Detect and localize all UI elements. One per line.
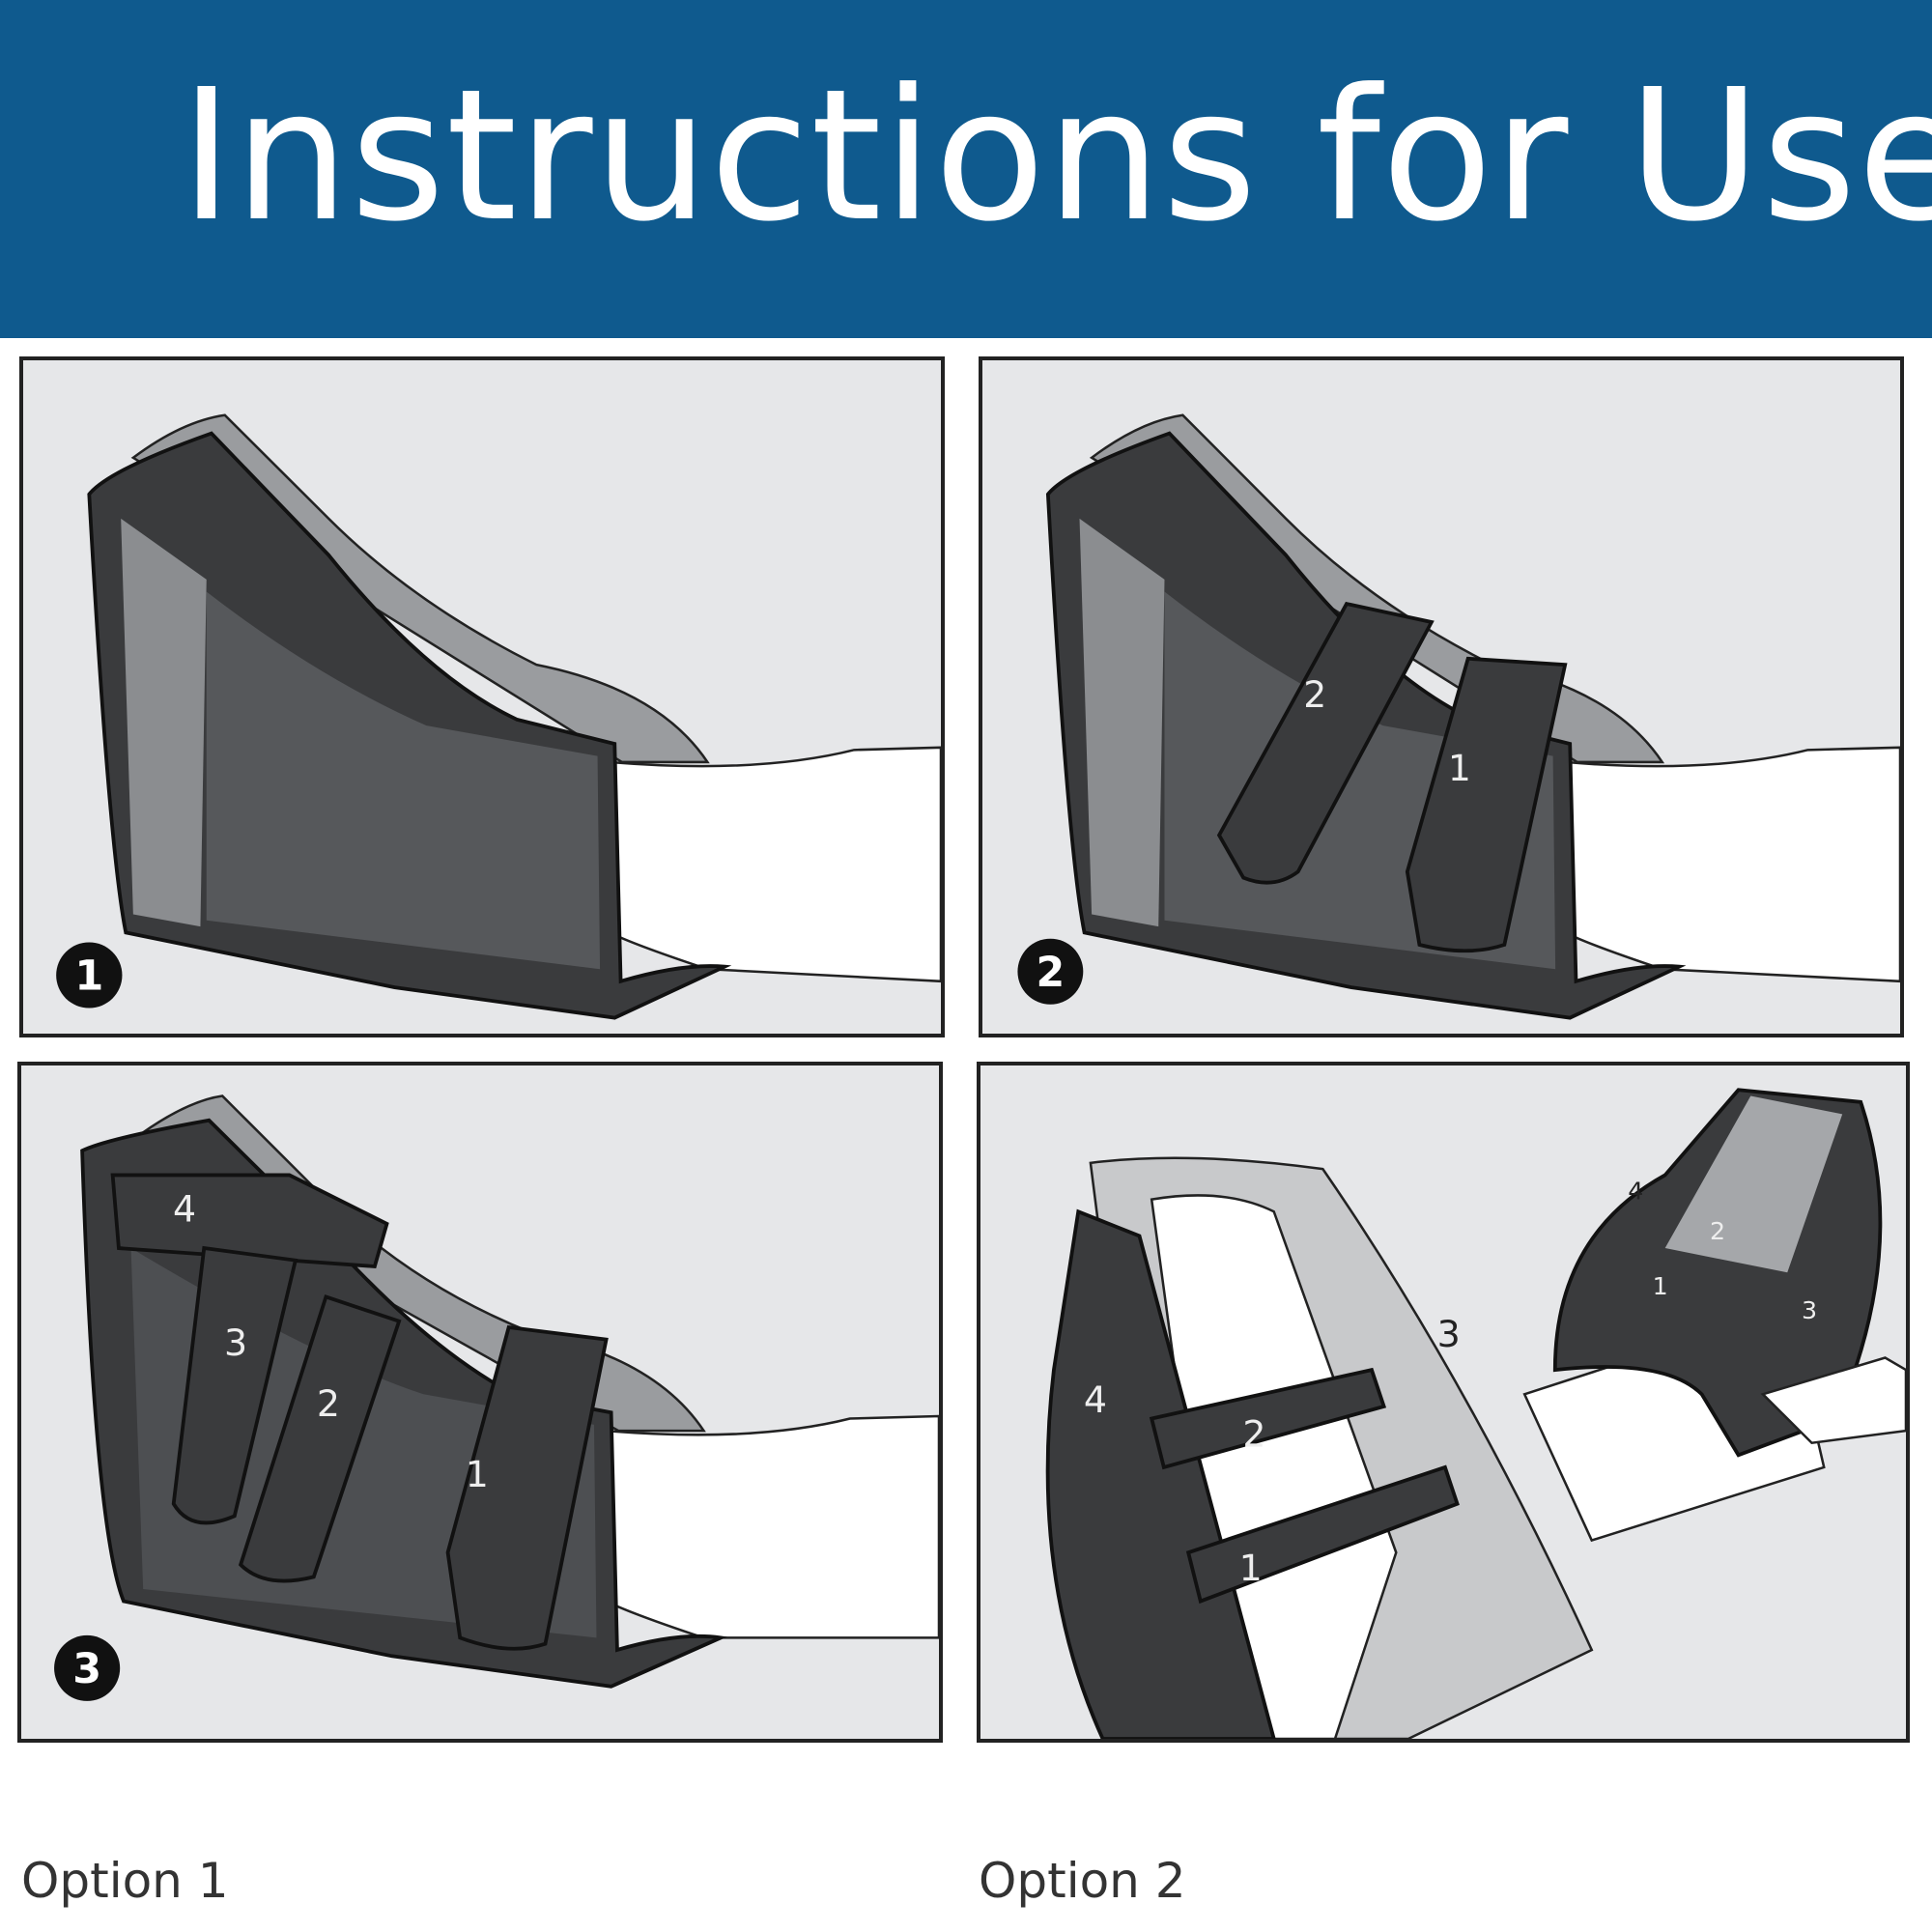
step-number: 3 [72,1645,101,1693]
option-1-label: Option 1 [21,1853,229,1909]
strap-2 [1216,601,1435,885]
strap-label: 4 [173,1187,196,1230]
strap-4 [110,1173,389,1268]
boot-heel-pad [1079,518,1165,927]
option-2-label: Option 2 [979,1853,1186,1909]
step-number: 2 [1037,949,1065,997]
strap-label: 4 [1084,1378,1107,1421]
header-banner: Instructions for Use [0,0,1932,338]
strap-label: 1 [1448,747,1471,789]
strap-label: 3 [1802,1296,1817,1324]
small-boot-liner [1664,1095,1843,1273]
strap-2 [1149,1367,1387,1470]
leg [608,746,941,983]
strap-label: 3 [1437,1313,1461,1355]
big-boot [1045,1208,1276,1739]
strap-label: 2 [317,1382,340,1425]
step-2-panel: 2 1 2 [979,356,1904,1037]
option-2-panel: 4 2 1 3 4 2 1 3 [977,1062,1910,1743]
step-2-illustration: 2 1 2 [1017,413,1900,1020]
strap-label: 2 [1303,673,1326,716]
hand [1760,1356,1906,1445]
strap-label: 2 [1242,1413,1265,1456]
strap-label: 3 [224,1321,247,1364]
strap-3 [171,1245,298,1525]
strap-label: 1 [1239,1547,1263,1589]
strap-1 [445,1324,609,1651]
step-badge [56,942,123,1009]
leg [1563,746,1900,983]
step-badge [1017,938,1084,1005]
strap-label: 2 [1710,1217,1725,1245]
strap-label: 4 [1628,1178,1643,1206]
step-1-illustration: 1 [56,413,941,1020]
step-3-illustration: 4 3 2 1 3 [54,1094,939,1701]
step-number: 1 [74,952,103,1001]
strap-label: 1 [1653,1272,1668,1300]
strap-2 [238,1294,402,1583]
step-badge [54,1634,121,1701]
strap-1 [1185,1464,1460,1605]
boot-side [206,591,601,970]
step-1-panel: 1 [19,356,945,1037]
step-3-panel: 4 3 2 1 3 [17,1062,943,1743]
option-2-illustration: 4 2 1 3 4 2 1 3 [1045,1088,1906,1739]
page-title: Instructions for Use [180,50,1932,262]
strap-label: 1 [466,1453,489,1495]
strap-1 [1405,656,1568,953]
boot-heel-pad [121,518,207,927]
leg [605,1414,939,1639]
